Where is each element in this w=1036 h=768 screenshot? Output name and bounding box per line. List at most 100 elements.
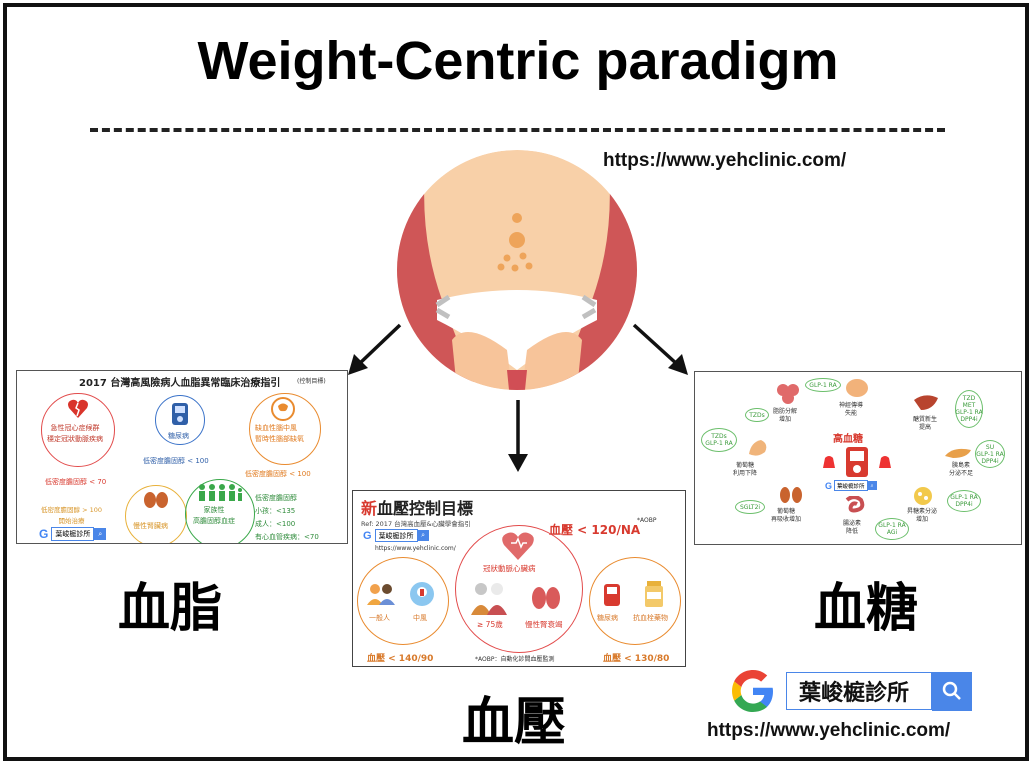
pill-bottle-icon bbox=[645, 581, 663, 607]
bottom-search-button[interactable] bbox=[932, 671, 972, 711]
lipid-acs-target: 低密度膽固醇 < 70 bbox=[45, 478, 107, 486]
drug-liver: TZD MET GLP-1 RA DPP4i bbox=[955, 390, 983, 428]
people-icon bbox=[367, 584, 395, 605]
lipid-fh-circle bbox=[185, 479, 255, 543]
bp-label-ckd: 慢性腎衰竭 bbox=[525, 620, 563, 629]
family-icon bbox=[199, 484, 242, 501]
lipid-fh-target-adult: 成人：<100 bbox=[255, 520, 296, 528]
kidney-icon bbox=[144, 492, 168, 508]
arrow-to-bp bbox=[508, 400, 528, 472]
bp-search-bar[interactable]: 葉峻榳診所 bbox=[374, 529, 418, 542]
caption-glucose: 血糖 bbox=[814, 579, 919, 639]
bp-label-age: ≥ 75歲 bbox=[477, 620, 503, 629]
glucose-liver: 醣質新生 提高 bbox=[913, 416, 938, 431]
lipid-google-search[interactable]: G 葉峻榳診所 ⌕ bbox=[39, 527, 107, 541]
glucose-muscle: 葡萄糖 利用下降 bbox=[733, 462, 758, 477]
bp-label-general: 一般人 bbox=[369, 614, 390, 622]
glucose-fat: 脂肪分解 增加 bbox=[773, 408, 798, 423]
google-g-icon bbox=[732, 670, 773, 712]
lipid-panel: 2017 台灣高風險病人血脂異常臨床治療指引 (控制目標) 急性冠心症候群 穩定… bbox=[16, 370, 348, 544]
lipid-acs-circle bbox=[41, 393, 115, 467]
bp-general-circle bbox=[357, 557, 449, 645]
lipid-fh-target-child: 小孩：<135 bbox=[255, 507, 296, 515]
brain-icon bbox=[846, 379, 868, 397]
glucose-search-button[interactable]: ⌕ bbox=[867, 481, 877, 490]
lipid-search-bar[interactable]: 葉峻榳診所 bbox=[51, 527, 95, 541]
google-g-icon: G bbox=[825, 480, 833, 491]
fat-cells-icon bbox=[777, 384, 799, 404]
bp-label-cad: 冠狀動脈心臟病 bbox=[483, 564, 536, 573]
lipid-stroke-target: 低密度膽固醇 < 100 bbox=[245, 470, 311, 478]
caption-lipid: 血脂 bbox=[118, 579, 223, 639]
bp-cad-circle bbox=[455, 525, 583, 653]
bp-panel: 新血壓控制目標 Ref: 2017 台灣高血壓&心臟學會指引 G 葉峻榳診所 ⌕… bbox=[352, 490, 686, 667]
glucose-gut: 腸泌素 降低 bbox=[843, 520, 862, 535]
drug-neuro: GLP-1 RA bbox=[805, 378, 841, 392]
outer-frame bbox=[3, 3, 1029, 761]
bp-title-new: 新 bbox=[361, 499, 378, 518]
broken-heart-icon bbox=[68, 399, 88, 418]
lipid-ckd-label: 慢性腎臟病 bbox=[133, 522, 168, 530]
bp-url[interactable]: https://www.yehclinic.com/ bbox=[375, 545, 456, 552]
glucose-meter-icon bbox=[846, 447, 868, 477]
pancreas-icon bbox=[945, 448, 971, 458]
lipid-dm-label: 糖尿病 bbox=[168, 432, 189, 440]
bp-right-target: 血壓 < 130/80 bbox=[603, 654, 670, 664]
lipid-stroke-label: 缺血性腦中風 暫時性腦部缺氧 bbox=[255, 424, 304, 443]
page-title: Weight-Centric paradigm bbox=[197, 31, 839, 91]
elderly-icon bbox=[471, 583, 507, 615]
kidney-icon bbox=[780, 487, 802, 503]
bp-main-target: 血壓 < 120/NA bbox=[549, 523, 641, 537]
bp-search-button[interactable]: ⌕ bbox=[417, 530, 429, 541]
bp-panel-title: 新血壓控制目標 bbox=[361, 495, 473, 519]
lipid-panel-title-note: (控制目標) bbox=[297, 378, 326, 385]
bottom-google-search[interactable]: 葉峻榳診所 bbox=[730, 668, 972, 714]
glucose-search-bar[interactable]: 葉峻榳診所 bbox=[834, 480, 868, 491]
bp-left-target: 血壓 < 140/90 bbox=[367, 654, 434, 664]
glucose-center-label: 高血糖 bbox=[833, 434, 863, 445]
glucose-google-search[interactable]: G 葉峻榳診所 ⌕ bbox=[825, 480, 877, 491]
lipid-panel-title: 2017 台灣高風險病人血脂異常臨床治療指引 bbox=[79, 378, 281, 389]
search-icon bbox=[942, 681, 961, 700]
muscle-icon bbox=[749, 440, 767, 456]
google-g-icon: G bbox=[39, 527, 49, 541]
drug-gut: GLP-1 RA AGi bbox=[875, 518, 909, 540]
glucose-neuro: 神經傳導 失能 bbox=[839, 402, 864, 417]
drug-pancreas: SU GLP-1 RA DPP4i bbox=[975, 440, 1005, 468]
bp-label-anticoag: 抗血栓藥物 bbox=[633, 614, 668, 622]
drug-muscle: TZDs GLP-1 RA bbox=[701, 428, 737, 452]
lipid-dm-circle bbox=[155, 395, 205, 445]
glucose-meter-icon bbox=[172, 403, 188, 425]
alarm-right-icon bbox=[879, 456, 891, 468]
brain-head-icon bbox=[271, 397, 295, 421]
drug-kidney: SGLT2i bbox=[735, 500, 765, 514]
bp-google-search[interactable]: G 葉峻榳診所 ⌕ bbox=[363, 529, 429, 542]
bp-footnote: *AOBP：自動化診間血壓監測 bbox=[475, 656, 555, 663]
liver-icon bbox=[914, 395, 938, 410]
lipid-fh-target-title: 低密度膽固醇 bbox=[255, 494, 297, 502]
caption-bp: 血壓 bbox=[462, 693, 567, 753]
lipid-stroke-circle bbox=[249, 393, 321, 465]
kidney-icon bbox=[532, 587, 560, 609]
glucose-kidney: 葡萄糖 再吸收增加 bbox=[771, 508, 802, 523]
glucose-meter-icon bbox=[604, 584, 620, 606]
google-g-icon: G bbox=[363, 529, 372, 542]
bp-ref: Ref: 2017 台灣高血壓&心臟學會指引 bbox=[361, 520, 471, 528]
url-bottom[interactable]: https://www.yehclinic.com/ bbox=[707, 720, 951, 741]
drug-glucagon: GLP-1 RA DPP4i bbox=[947, 490, 981, 512]
url-top[interactable]: https://www.yehclinic.com/ bbox=[603, 150, 847, 171]
bp-label-dm: 糖尿病 bbox=[597, 614, 618, 622]
dashed-divider bbox=[90, 128, 945, 132]
lipid-fh-label: 家族性 高膽固醇血症 bbox=[193, 506, 235, 525]
brain-head-icon bbox=[410, 582, 434, 606]
alarm-left-icon bbox=[823, 456, 835, 468]
bottom-search-bar[interactable]: 葉峻榳診所 bbox=[786, 672, 932, 710]
lipid-search-button[interactable]: ⌕ bbox=[94, 528, 107, 540]
arrow-to-glucose bbox=[632, 323, 688, 375]
glucose-pancreas: 胰島素 分泌不足 bbox=[949, 462, 974, 477]
drug-fat: TZDs bbox=[745, 408, 769, 422]
lipid-dm-target: 低密度膽固醇 < 100 bbox=[143, 457, 209, 465]
lipid-acs-label: 急性冠心症候群 穩定冠狀動脈疾病 bbox=[47, 424, 103, 443]
bp-label-stroke: 中風 bbox=[413, 614, 427, 622]
belly-illustration bbox=[397, 150, 637, 390]
